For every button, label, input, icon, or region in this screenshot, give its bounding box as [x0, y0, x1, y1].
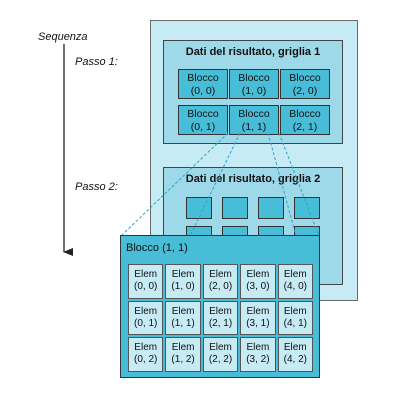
block-label: Blocco: [238, 108, 270, 120]
block-detail-title: Blocco (1, 1): [126, 242, 188, 254]
block-label: Blocco: [238, 72, 270, 84]
block-1-0: Blocco (1, 0): [229, 69, 279, 99]
elem-cell: Elem(0, 2): [128, 337, 164, 372]
step2-label: Passo 2:: [75, 181, 118, 193]
elem-cell: Elem(2, 1): [202, 300, 239, 336]
sequence-label: Sequenza: [38, 31, 88, 43]
element-grid: Elem(0, 0) Elem(1, 0) Elem(2, 0) Elem(3,…: [128, 264, 313, 372]
block-label: Blocco: [187, 72, 219, 84]
elem-cell: Elem(1, 0): [165, 264, 201, 299]
grid1: Dati del risultato, griglia 1 Blocco (0,…: [163, 40, 343, 144]
grid2-block: [186, 197, 212, 219]
block-index: (1, 1): [241, 121, 267, 133]
block-label: Blocco: [187, 108, 219, 120]
block-0-0: Blocco (0, 0): [178, 69, 228, 99]
elem-cell: Elem(2, 0): [202, 264, 239, 299]
block-detail: Blocco (1, 1) Elem(0, 0) Elem(1, 0) Elem…: [120, 235, 320, 378]
elem-cell: Elem(3, 0): [240, 264, 276, 299]
elem-cell: Elem(4, 2): [277, 337, 313, 372]
elem-cell: Elem(3, 2): [240, 337, 276, 372]
grid2-block: [258, 197, 284, 219]
grid1-title: Dati del risultato, griglia 1: [185, 46, 321, 58]
elem-cell: Elem(1, 1): [165, 300, 201, 336]
elem-cell: Elem(3, 1): [240, 300, 276, 336]
block-index: (2, 1): [292, 121, 318, 133]
block-index: (0, 0): [190, 85, 216, 97]
step1-label: Passo 1:: [75, 56, 118, 68]
block-2-1: Blocco (2, 1): [280, 105, 330, 135]
block-label: Blocco: [289, 108, 321, 120]
elem-cell: Elem(0, 0): [128, 264, 164, 299]
block-index: (1, 0): [241, 85, 267, 97]
block-label: Blocco: [289, 72, 321, 84]
elem-cell: Elem(4, 1): [277, 300, 313, 336]
grid2-block: [222, 197, 248, 219]
block-index: (0, 1): [190, 121, 216, 133]
grid2-block: [294, 197, 320, 219]
elem-cell: Elem(0, 1): [128, 300, 164, 336]
grid2-title: Dati del risultato, griglia 2: [185, 173, 321, 185]
block-1-1: Blocco (1, 1): [229, 105, 279, 135]
block-2-0: Blocco (2, 0): [280, 69, 330, 99]
elem-cell: Elem(4, 0): [277, 264, 313, 299]
elem-cell: Elem(2, 2): [202, 337, 239, 372]
block-0-1: Blocco (0, 1): [178, 105, 228, 135]
elem-cell: Elem(1, 2): [165, 337, 201, 372]
block-index: (2, 0): [292, 85, 318, 97]
